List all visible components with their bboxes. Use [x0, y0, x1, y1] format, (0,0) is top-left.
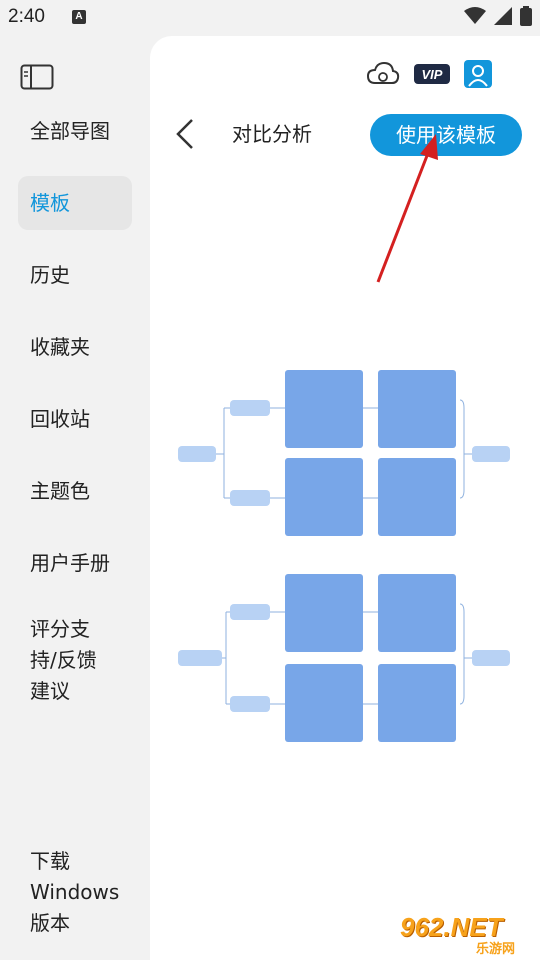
map-node [178, 650, 222, 666]
map-box [378, 574, 456, 652]
map-box [378, 458, 456, 536]
signal-icon [494, 7, 512, 25]
status-bar: 2:40 A [0, 0, 540, 36]
sidebar-item-download-windows[interactable]: 下载Windows版本 [18, 846, 128, 939]
map-box [285, 574, 363, 652]
sidebar-item-label: 下载Windows版本 [30, 849, 120, 935]
use-template-button[interactable]: 使用该模板 [370, 114, 522, 156]
map-node [230, 604, 270, 620]
map-box [285, 664, 363, 742]
comparison-map-bottom [178, 574, 510, 742]
vip-badge[interactable]: VIP [414, 64, 450, 84]
map-box [285, 370, 363, 448]
map-node [230, 400, 270, 416]
sidebar-item-favorites[interactable]: 收藏夹 [18, 332, 132, 362]
map-node [230, 490, 270, 506]
annotation-arrow [376, 134, 438, 283]
system-icons [464, 6, 532, 26]
template-preview-panel: VIP 对比分析 使用该模板 [150, 36, 540, 960]
template-preview-image [178, 370, 510, 742]
sidebar-item-feedback[interactable]: 评分支持/反馈建议 [18, 614, 104, 707]
sidebar-item-label: 用户手册 [30, 551, 110, 575]
user-account-icon[interactable] [464, 60, 492, 88]
sidebar-item-user-manual[interactable]: 用户手册 [18, 548, 132, 578]
map-box [378, 370, 456, 448]
sidebar-item-label: 全部导图 [30, 119, 110, 143]
map-node [178, 446, 216, 462]
map-node [230, 696, 270, 712]
sidebar-item-label: 回收站 [30, 407, 90, 431]
status-time: 2:40 [8, 6, 45, 27]
sidebar-item-all-maps[interactable]: 全部导图 [18, 116, 132, 146]
back-arrow-icon[interactable] [174, 118, 196, 150]
sidebar-item-history[interactable]: 历史 [18, 260, 132, 290]
sidebar-item-templates[interactable]: 模板 [18, 176, 132, 230]
sidebar-item-label: 历史 [30, 263, 70, 287]
sidebar-toggle-icon[interactable] [20, 64, 54, 90]
sidebar-item-label: 模板 [30, 191, 70, 215]
sidebar-item-label: 评分支持/反馈建议 [30, 617, 97, 703]
comparison-map-top [178, 370, 510, 536]
top-toolbar: VIP [366, 60, 492, 88]
cloud-sync-icon[interactable] [366, 61, 400, 87]
sidebar-item-theme-color[interactable]: 主题色 [18, 476, 132, 506]
wifi-icon [464, 7, 486, 24]
map-node [472, 650, 510, 666]
watermark-subtext: 乐游网 [476, 942, 516, 957]
a-notification-icon: A [72, 10, 86, 24]
sidebar-item-label: 收藏夹 [30, 335, 90, 359]
page-title: 对比分析 [232, 122, 312, 146]
battery-icon [520, 6, 532, 26]
map-box [285, 458, 363, 536]
sidebar-item-label: 主题色 [30, 479, 90, 503]
map-node [472, 446, 510, 462]
sidebar-item-recycle-bin[interactable]: 回收站 [18, 404, 132, 434]
sidebar: 全部导图 模板 历史 收藏夹 回收站 主题色 用户手册 评分支持/反馈建议 下载… [0, 36, 150, 960]
map-box [378, 664, 456, 742]
watermark-logo: 962.NET 乐游网 [400, 908, 540, 958]
watermark-text: 962.NET [400, 912, 503, 942]
